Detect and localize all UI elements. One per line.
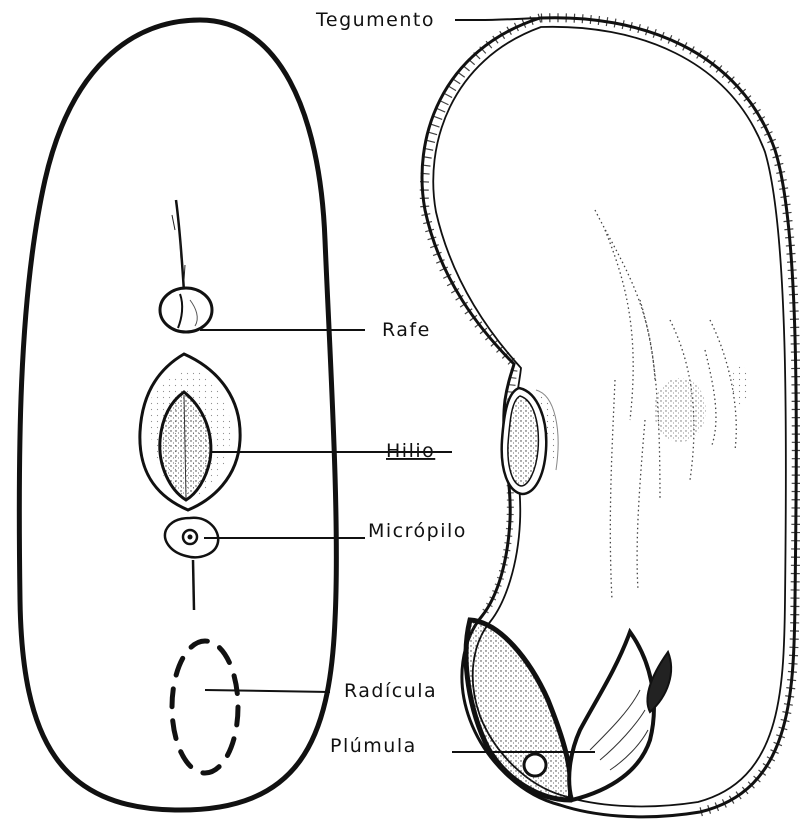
- label-micropilo: Micrópilo: [368, 520, 467, 542]
- radicle-tip-circle: [524, 754, 546, 776]
- raphe-nub: [160, 288, 212, 332]
- label-hilio: Hilio: [386, 440, 435, 462]
- label-rafe: Rafe: [382, 319, 431, 341]
- label-tegumento: Tegumento: [315, 9, 435, 31]
- label-plumula: Plúmula: [330, 735, 417, 757]
- label-radicula: Radícula: [344, 680, 437, 702]
- seed-section-view: [422, 18, 796, 817]
